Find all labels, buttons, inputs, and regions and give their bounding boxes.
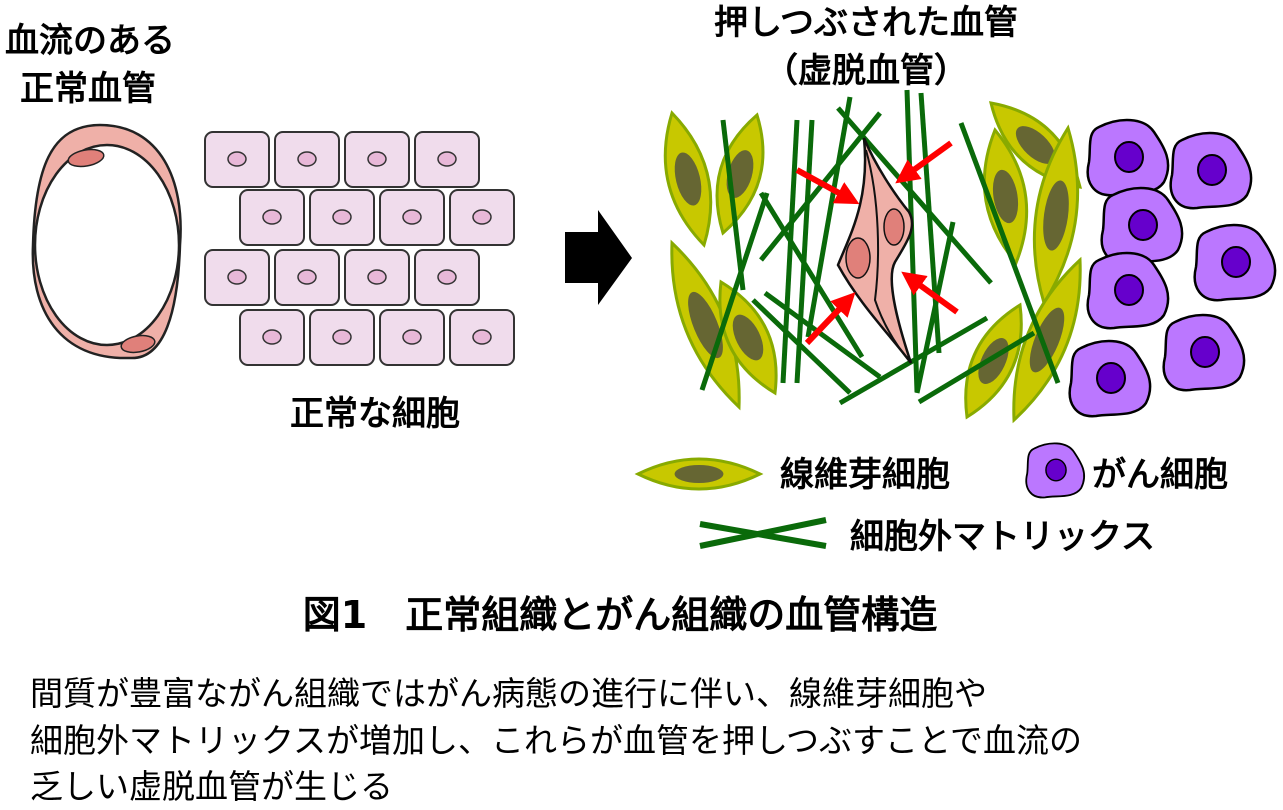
fibroblast-nucleus <box>978 338 1009 384</box>
normal-cell-nucleus <box>402 329 422 345</box>
normal-cell-nucleus <box>227 269 247 285</box>
cancer-cell-nucleus <box>1190 336 1220 368</box>
compression-arrow-icon <box>795 167 860 205</box>
fibroblast-nucleus <box>726 150 754 198</box>
fibroblast-nucleus <box>674 152 702 206</box>
normal-cell-nucleus <box>262 209 282 225</box>
ecm-fiber <box>720 119 746 291</box>
normal-vessel <box>31 123 182 360</box>
cancer-cell-nucleus <box>1197 154 1227 186</box>
legend-fibroblast-label: 線維芽細胞 <box>780 455 950 495</box>
normal-cell-nucleus <box>297 151 317 167</box>
collapsed-vessel <box>836 137 914 364</box>
normal-vessel-label-line1: 血流のある <box>5 21 175 61</box>
cancer-cell <box>1068 339 1152 418</box>
ecm-fiber <box>917 330 1036 405</box>
normal-cell-nucleus <box>437 151 457 167</box>
fibroblasts <box>663 101 1082 424</box>
normal-cells-tissue <box>204 131 515 366</box>
collapsed-vessel-title: 押しつぶされた血管 <box>714 3 1018 43</box>
ecm-fiber <box>763 290 882 380</box>
fibroblast <box>1012 256 1082 424</box>
cancer-cells <box>1068 118 1277 418</box>
cancer-cell <box>1169 131 1253 210</box>
ecm-fiber <box>758 191 865 359</box>
normal-cell-nucleus <box>367 151 387 167</box>
normal-cell-nucleus <box>472 329 492 345</box>
description-line: 細胞外マトリックスが増加し、これらが血管を押しつぶすことで血流の <box>30 721 1082 760</box>
ecm-fiber <box>805 96 853 338</box>
normal-cell-nucleus <box>262 329 282 345</box>
normal-cell-nucleus <box>402 209 422 225</box>
fibroblast <box>663 110 713 248</box>
legend: 線維芽細胞 がん細胞 細胞外マトリックス <box>634 442 1228 557</box>
fibroblast-nucleus <box>688 291 723 359</box>
vessel-nucleus <box>845 237 871 279</box>
vessel-nucleus <box>67 148 105 168</box>
normal-cell-nucleus <box>332 209 352 225</box>
cancer-cell <box>1025 442 1086 499</box>
description-line: 間質が豊富ながん組織ではがん病態の進行に伴い、線維芽細胞や <box>30 674 987 713</box>
cancer-cell-nucleus <box>1045 458 1067 482</box>
fibroblast <box>1032 124 1080 307</box>
normal-cell-nucleus <box>332 329 352 345</box>
compression-arrow-icon <box>804 292 856 346</box>
fibroblast <box>715 112 765 236</box>
fibroblast-nucleus <box>1043 180 1069 251</box>
cancer-cell-nucleus <box>1114 141 1144 173</box>
normal-cell-nucleus <box>367 269 387 285</box>
cancer-cell <box>1162 313 1246 392</box>
fibroblast <box>634 457 764 491</box>
collapsed-vessel-subtitle: （虚脱血管） <box>764 51 968 91</box>
legend-cancer-cell-label: がん細胞 <box>1092 455 1228 495</box>
ecm-fiber <box>914 221 956 394</box>
normal-cells-label: 正常な細胞 <box>290 394 460 434</box>
legend-ecm-label: 細胞外マトリックス <box>850 517 1155 557</box>
fibroblast-nucleus <box>1029 307 1065 373</box>
legend-ecm-icon <box>699 517 827 549</box>
ecm-fiber <box>699 192 770 391</box>
ecm-fiber <box>838 315 989 406</box>
compression-arrows <box>795 140 959 346</box>
normal-cell-nucleus <box>437 269 457 285</box>
ecm-fiber <box>780 119 800 384</box>
cancer-cell <box>1086 251 1170 330</box>
normal-cell-nucleus <box>472 209 492 225</box>
cancer-cell-nucleus <box>1096 362 1126 394</box>
normal-cell-nucleus <box>227 151 247 167</box>
legend-fibroblast-icon <box>634 457 764 491</box>
fibroblast <box>964 302 1023 420</box>
cancer-cell <box>1086 118 1170 197</box>
fibroblast <box>982 127 1029 266</box>
ecm-fiber <box>751 298 852 395</box>
normal-vessel-label-line2: 正常血管 <box>20 69 156 109</box>
legend-cancer-cell-icon <box>1025 442 1086 499</box>
compression-arrow-icon <box>895 140 953 184</box>
extracellular-matrix <box>699 89 1061 406</box>
ecm-fiber <box>759 111 882 262</box>
compression-arrow-icon <box>901 271 959 315</box>
fibroblast-nucleus <box>674 465 724 483</box>
fibroblast-nucleus <box>992 169 1019 224</box>
cancer-cell-nucleus <box>1114 274 1144 306</box>
fibroblast-nucleus <box>732 314 764 361</box>
ecm-fiber <box>904 89 920 393</box>
transition-arrow-icon <box>565 210 632 305</box>
ecm-fiber <box>958 122 1061 384</box>
fibroblast <box>670 239 741 411</box>
description-line: 乏しい虚脱血管が生じる <box>30 767 393 806</box>
cancer-cell <box>1100 186 1184 265</box>
vessel-nucleus <box>883 208 905 246</box>
ecm-fiber <box>836 106 993 285</box>
cancer-cell-nucleus <box>1128 209 1158 241</box>
figure-caption: 図1 正常組織とがん組織の血管構造 <box>303 593 937 637</box>
ecm-fiber <box>794 119 815 384</box>
normal-cell-nucleus <box>297 269 317 285</box>
cancer-cell <box>1193 223 1277 302</box>
cancer-cell-nucleus <box>1221 246 1251 278</box>
vessel-nucleus <box>120 334 156 354</box>
fibroblast-nucleus <box>1015 126 1056 164</box>
